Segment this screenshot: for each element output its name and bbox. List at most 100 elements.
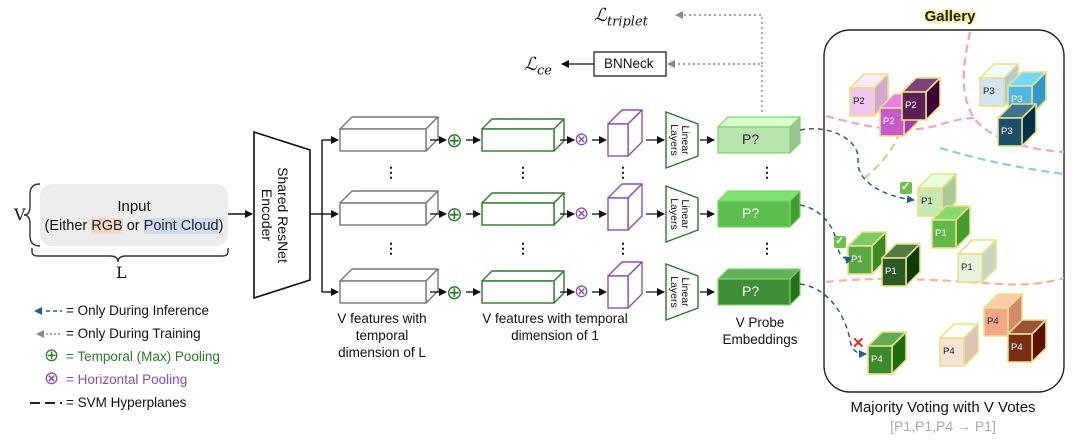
svm-pink: [962, 31, 1065, 154]
gallery-item-6: [997, 103, 1037, 147]
caption-features-1: V features with temporal dimension of 1: [462, 310, 648, 344]
gallery-item-label-9: P1: [851, 254, 863, 265]
gallery-item-11: [957, 239, 997, 283]
encoder-label-line2: Encoder: [259, 188, 275, 242]
probe-label-2: P?: [742, 205, 760, 221]
caption-probe-line2: Embeddings: [722, 332, 798, 347]
loss-triplet-subscript: triplet: [606, 14, 648, 30]
feature-1-block-2: [481, 192, 565, 226]
probe-embedding-3: [717, 268, 801, 306]
linear-layers-1: [665, 110, 699, 170]
caption-features-L-line3: dimension of L: [338, 345, 426, 360]
gallery-item-15: [867, 331, 907, 375]
input-brace-bottom: [31, 248, 229, 263]
svm-pink-2: [825, 114, 975, 131]
legend-svm-text: = SVM Hyperplanes: [66, 395, 187, 410]
gallery-item-label-12: P4: [987, 316, 999, 327]
check-mark-2: [834, 236, 846, 248]
inference-path-1: [799, 128, 915, 204]
legend-temporal-glyph: ⊕: [44, 345, 60, 366]
horizontal-block-3: [607, 261, 643, 309]
horizontal-block-1: [607, 109, 643, 157]
gallery-item-label-10: P1: [885, 266, 897, 277]
feature-L-block-2: [339, 190, 439, 226]
gallery-item-label-7: P1: [921, 196, 933, 207]
bnneck-box: [593, 51, 667, 77]
inference-path-2: [799, 204, 853, 265]
feature-1-block-1: [481, 118, 565, 152]
linear-label-line1: Linear: [679, 277, 691, 307]
loss-ce-subscript: ce: [536, 63, 552, 79]
ellipsis-1: ⋮: [384, 164, 398, 180]
loss-ce-symbol: ℒ: [524, 54, 537, 75]
check-mark-2-glyph: ✓: [835, 235, 845, 247]
input-box: [40, 184, 228, 246]
l-symbol-input: L: [116, 263, 127, 282]
ellipsis-2: ⋮: [384, 240, 398, 256]
probe-embedding-1: [717, 116, 801, 154]
feature-1-block-3: [481, 270, 565, 304]
bnneck-label: BNNeck: [604, 56, 654, 71]
legend-inference-arrowhead: [34, 307, 42, 315]
input-subtitle-prefix: (Either: [44, 218, 92, 234]
ellipsis-6: ⋮: [616, 240, 630, 256]
encoder-fanout: [310, 136, 339, 296]
probe-label-1: P?: [742, 131, 760, 147]
gallery-item-label-1: P2: [853, 96, 865, 107]
caption-features-1-line2: dimension of 1: [511, 328, 599, 343]
caption-features-L-line2: temporal: [355, 328, 409, 343]
gallery-item-3: [901, 77, 941, 121]
ellipsis-7: ⋮: [760, 164, 774, 180]
caption-features-L-line1: V features with: [337, 311, 427, 326]
voting-title: Majority Voting with V Votes: [850, 399, 1036, 416]
probe-label-3: P?: [742, 283, 760, 299]
input-title: Input: [117, 198, 151, 215]
caption-probe: V Probe Embeddings: [700, 314, 820, 348]
v-symbol-input: V: [14, 205, 26, 224]
legend-horizontal-text: = Horizontal Pooling: [66, 372, 188, 387]
input-subtitle-suffix: ): [218, 218, 224, 234]
svm-blue: [939, 146, 1065, 176]
feature-L-block-1: [339, 116, 439, 152]
gallery-item-7: [917, 173, 957, 217]
ellipsis-3: ⋮: [516, 164, 530, 180]
gallery-item-label-8: P1: [935, 228, 947, 239]
gallery-item-label-4: P3: [983, 86, 995, 97]
encoder-label-line1: Shared ResNet: [275, 167, 291, 263]
horizontal-block-2: [607, 183, 643, 231]
gallery-item-13: [939, 323, 979, 367]
legend-horizontal-glyph: ⊗: [44, 368, 60, 389]
legend-inference-text: = Only During Inference: [66, 303, 209, 318]
horizontal-pool-op-3: ⊗: [574, 281, 590, 302]
loss-region: [561, 11, 763, 112]
gallery-item-label-14: P4: [1011, 342, 1023, 353]
temporal-pool-op-3: ⊕: [446, 280, 463, 304]
linear-layers-2: [665, 184, 699, 244]
loss-triplet-symbol: ℒ: [594, 5, 607, 26]
temporal-pool-op-2: ⊕: [446, 202, 463, 226]
legend-temporal-text: = Temporal (Max) Pooling: [66, 349, 220, 364]
linear-label-line1: Linear: [679, 125, 691, 155]
inference-path-3: [799, 283, 867, 358]
gallery-item-14: [1007, 319, 1047, 363]
input-subtitle-mid: or: [122, 218, 144, 234]
input-pointcloud-label: Point Cloud: [143, 218, 219, 234]
probe-embedding-2: [717, 190, 801, 228]
check-mark-1-glyph: ✓: [901, 181, 911, 193]
gallery-item-label-2: P2: [883, 116, 895, 127]
linear-label-line2: Layers: [668, 124, 680, 156]
voting-result: [P1,P1,P4 → P1]: [890, 418, 996, 434]
gallery-item-label-11: P1: [961, 262, 973, 273]
gallery-item-label-15: P4: [871, 354, 883, 365]
encoder-label: Shared ResNet Encoder: [259, 145, 291, 285]
linear-label-line2: Layers: [668, 276, 680, 308]
caption-features-L: V features with temporal dimension of L: [322, 310, 442, 361]
gallery-item-label-3: P2: [905, 100, 917, 111]
svm-orange: [825, 276, 1065, 286]
ellipsis-8: ⋮: [760, 240, 774, 256]
